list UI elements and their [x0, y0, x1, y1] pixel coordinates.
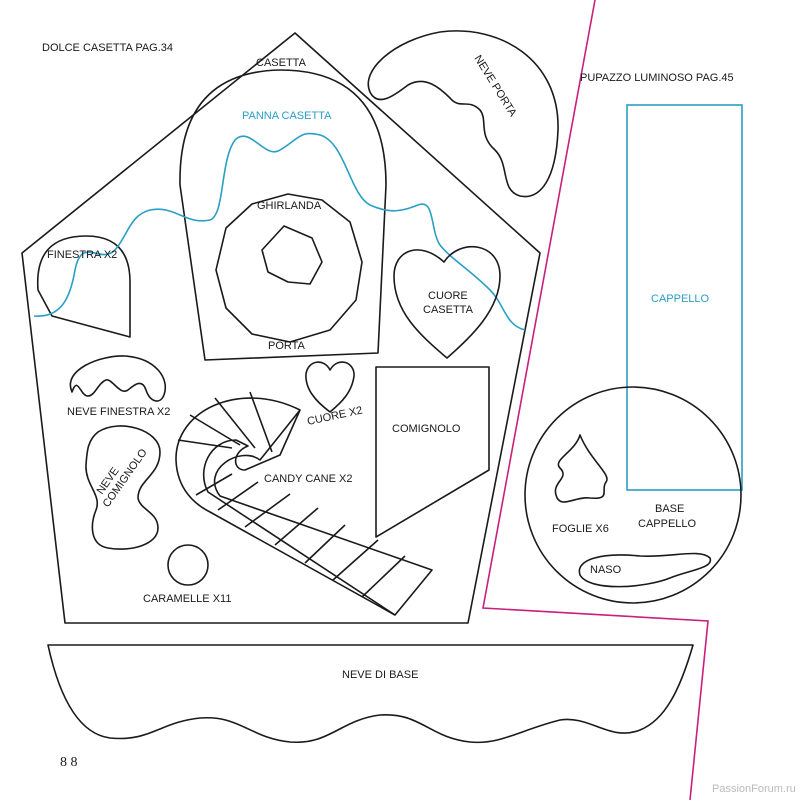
label-finestra: FINESTRA X2	[47, 249, 117, 261]
naso-piece	[578, 552, 712, 588]
label-naso: NASO	[590, 564, 622, 576]
porta-piece	[179, 69, 387, 361]
caramella-piece	[167, 544, 209, 586]
panna-casetta-line	[33, 132, 526, 331]
label-panna-casetta: PANNA CASETTA	[242, 110, 332, 122]
finestra-piece	[36, 235, 131, 338]
label-ghirlanda: GHIRLANDA	[257, 200, 322, 212]
cuore-casetta-piece	[393, 246, 501, 359]
comignolo-piece	[375, 366, 490, 538]
neve-comignolo-piece	[85, 425, 161, 550]
label-cuore-casetta-1: CUORE	[428, 290, 468, 302]
candy-cane-piece	[203, 409, 433, 616]
label-base-cappello-1: BASE	[655, 503, 684, 515]
ghirlanda-center	[261, 225, 323, 285]
label-cuore-casetta-2: CASETTA	[423, 304, 474, 316]
label-comignolo: COMIGNOLO	[392, 423, 461, 435]
label-caramelle: CARAMELLE X11	[143, 593, 231, 605]
label-neve-di-base: NEVE DI BASE	[342, 669, 418, 681]
heading-right: PUPAZZO LUMINOSO PAG.45	[580, 72, 734, 84]
label-porta: PORTA	[268, 340, 306, 352]
page-number: 8 8	[60, 755, 78, 770]
heading-left: DOLCE CASETTA PAG.34	[42, 42, 173, 54]
watermark: PassionForum.ru	[712, 783, 796, 795]
ghirlanda-piece	[215, 193, 363, 343]
cuore-piece	[305, 361, 355, 413]
label-casetta: CASETTA	[256, 57, 307, 69]
foglia-piece	[554, 434, 608, 503]
label-foglie: FOGLIE X6	[552, 523, 609, 535]
neve-finestra-piece	[69, 355, 167, 402]
neve-porta-piece	[367, 30, 559, 198]
label-cappello: CAPPELLO	[651, 293, 710, 305]
candy-cane-outer	[175, 397, 396, 616]
label-base-cappello-2: CAPPELLO	[638, 518, 697, 530]
neve-di-base-piece	[47, 644, 694, 744]
cappello-piece	[626, 104, 743, 491]
label-candy-cane: CANDY CANE X2	[264, 473, 352, 485]
casetta-piece	[21, 32, 541, 624]
base-cappello-piece	[524, 386, 742, 604]
cut-line	[482, 0, 709, 800]
candy-cane-stripes	[177, 391, 406, 598]
label-neve-finestra: NEVE FINESTRA X2	[67, 406, 170, 418]
